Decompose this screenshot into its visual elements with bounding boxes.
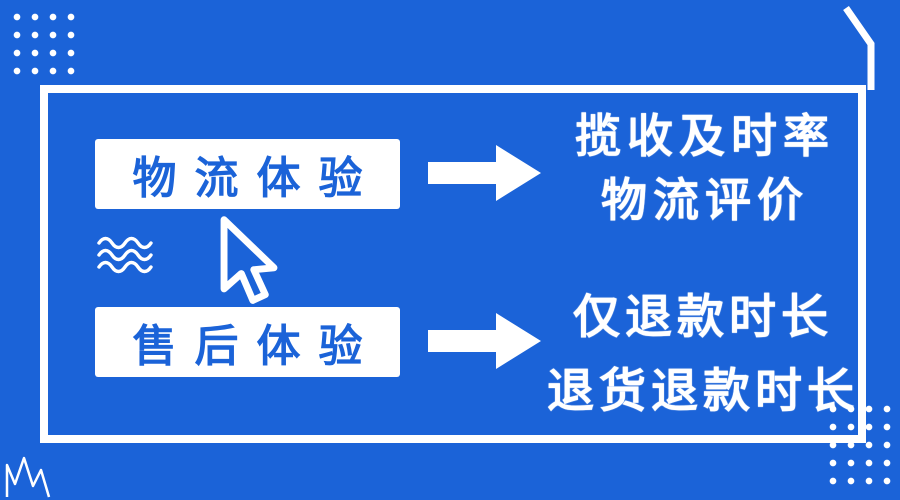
result-group-logistics: 揽收及时率 物流评价 bbox=[530, 104, 880, 232]
result-text: 揽收及时率 bbox=[575, 110, 835, 162]
dot-grid-top-left bbox=[6, 6, 80, 80]
waves-icon bbox=[97, 236, 153, 274]
result-text: 物流评价 bbox=[601, 174, 809, 226]
label-text-logistics: 物流体验 bbox=[132, 154, 381, 203]
sparkline-icon bbox=[5, 456, 51, 498]
label-box-aftersales: 售后体验 bbox=[95, 307, 400, 377]
cursor-pointer-icon bbox=[220, 216, 278, 304]
label-box-logistics: 物流体验 bbox=[95, 139, 400, 209]
arrow-right-icon bbox=[428, 145, 541, 201]
arrow-right-icon bbox=[428, 313, 541, 369]
label-text-aftersales: 售后体验 bbox=[132, 322, 381, 371]
result-group-aftersales: 仅退款时长 退货退款时长 bbox=[518, 280, 888, 428]
result-text: 仅退款时长 bbox=[573, 290, 833, 343]
result-text: 退货退款时长 bbox=[547, 364, 859, 417]
corner-fold-icon bbox=[843, 6, 875, 90]
